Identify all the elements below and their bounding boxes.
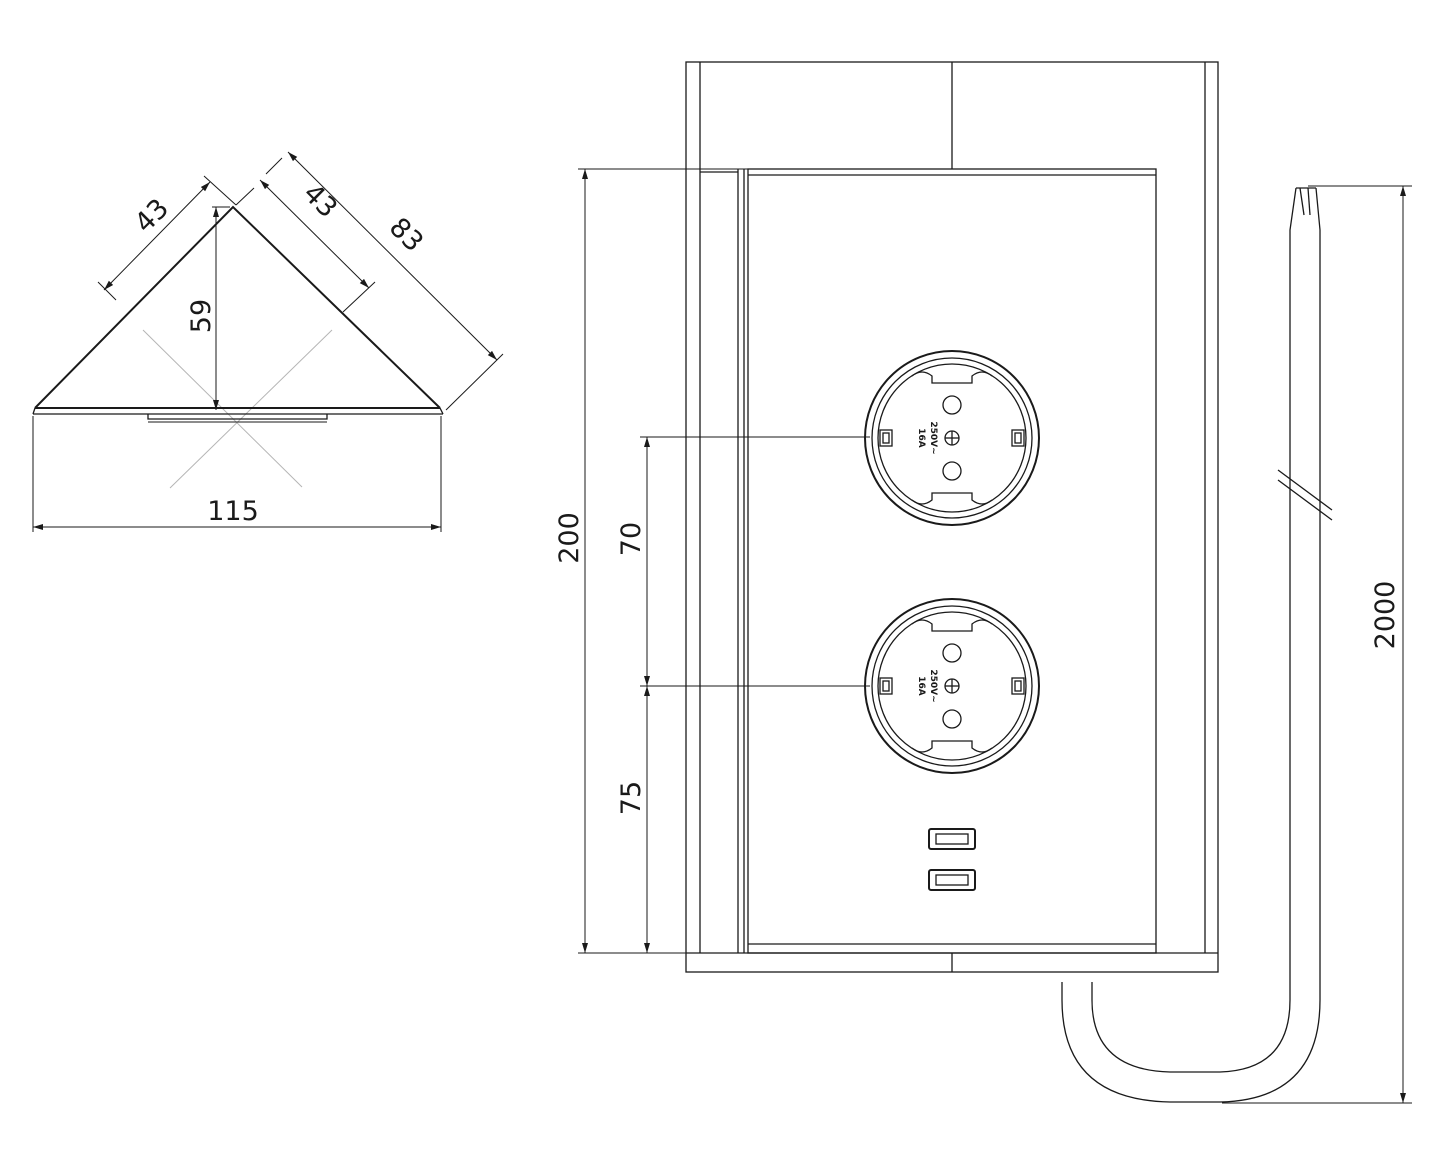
corner-top-view: 43 43 83 59 115	[32, 151, 504, 532]
front-view: 250V~ 16A 250V~ 16A	[554, 61, 1219, 973]
socket-pin-hole	[942, 709, 962, 729]
dim-corner-leg-right: 43	[235, 178, 376, 313]
dim-cable-length: 2000	[1222, 185, 1412, 1104]
cable-break-mark	[1277, 479, 1333, 521]
svg-text:75: 75	[616, 781, 647, 815]
corner-base-plate	[147, 414, 328, 420]
earth-contact-left	[879, 429, 893, 447]
svg-text:43: 43	[297, 178, 343, 224]
svg-text:115: 115	[207, 496, 259, 527]
cable-break-mark	[1277, 469, 1333, 511]
socket-voltage-label: 250V~	[928, 421, 938, 454]
socket-bottom: 250V~ 16A	[864, 598, 1040, 774]
socket-current-label: 16A	[916, 676, 926, 696]
power-cable	[1061, 187, 1333, 1103]
socket-pin-hole	[942, 461, 962, 481]
dim-corner-leg-left: 43	[97, 175, 237, 301]
corner-housing-outline	[34, 205, 441, 409]
svg-text:59: 59	[186, 299, 217, 333]
socket-panel	[747, 168, 1157, 954]
svg-text:200: 200	[554, 512, 585, 564]
socket-pin-hole	[942, 395, 962, 415]
socket-current-label: 16A	[916, 428, 926, 448]
socket-voltage-label: 250V~	[928, 669, 938, 702]
earth-contact-right	[1011, 429, 1025, 447]
usb-port-top	[928, 828, 976, 850]
dim-socket-to-bottom: 75	[616, 686, 650, 953]
dim-front-height: 200	[554, 168, 748, 954]
dim-socket-spacing: 70	[616, 436, 870, 687]
socket-pin-hole	[942, 643, 962, 663]
svg-text:83: 83	[383, 212, 429, 258]
dim-corner-height: 59	[186, 206, 230, 410]
earth-contact-left	[879, 677, 893, 695]
socket-outer-ring	[864, 350, 1040, 526]
earth-contact-right	[1011, 677, 1025, 695]
dim-corner-base: 115	[32, 416, 442, 532]
svg-text:70: 70	[616, 522, 647, 556]
socket-top: 250V~ 16A	[864, 350, 1040, 526]
dim-corner-side: 83	[265, 151, 504, 411]
svg-text:2000: 2000	[1370, 581, 1401, 650]
usb-port-bottom	[928, 869, 976, 891]
outer-housing	[685, 61, 1219, 973]
svg-text:43: 43	[129, 193, 175, 239]
